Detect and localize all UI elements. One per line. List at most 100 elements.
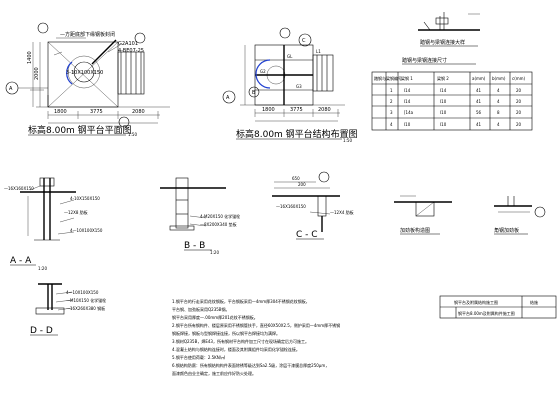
table-cell: I10: [404, 122, 411, 127]
note-line: 5.钢平台使用荷载：2.5KN/㎡: [172, 354, 225, 360]
plan2-dim-1: 1800: [262, 107, 275, 113]
table-cell: 1: [390, 88, 393, 93]
stiffener-detail-1-label: 加劲板构造图: [400, 227, 430, 234]
note-line: 1.钢平台的行走采用花纹钢板，平台钢板采用一4mm厚304不锈钢花纹钢板，: [172, 298, 310, 304]
platform-plan-1: —方距底部下缘钢板封闭 3-10X100X150 G2A101 4-BE07-2…: [5, 22, 170, 137]
stair-detail-title: 踏钢与梁钢连接大样: [420, 39, 465, 46]
plan2-label-gl: GL: [287, 54, 293, 59]
section-d-d: 4—10X100X150 —M10X150 化学锚栓 —16X260X380 钢…: [30, 283, 106, 336]
plan1-note1: —方距底部下缘钢板封闭: [60, 31, 115, 38]
table-cell: 41: [476, 99, 482, 104]
aa-scale: 1:20: [38, 266, 47, 271]
table-header-beam1: 梁钢 1: [401, 75, 413, 81]
plan2-title: 标高8.00m 钢平台结构布置图: [236, 128, 358, 140]
table-header-a: a(mm): [472, 76, 486, 81]
aa-note-2: 4-10X150X150: [70, 196, 100, 201]
note-line: 平台钢、加劲板采用Q235B钢。: [172, 306, 230, 312]
table-cell: 3: [390, 110, 393, 115]
plan2-label-l1: L1: [316, 49, 321, 54]
table-cell: I10: [440, 122, 447, 127]
table-cell: I14: [440, 88, 447, 93]
bb-note-2: —8X200X340 垫板: [200, 221, 237, 227]
plan2-axis-b: B: [252, 90, 256, 96]
dd-label: D - D: [30, 326, 53, 336]
dd-note-2: —M10X150 化学锚栓: [66, 297, 106, 303]
table-cell: I10: [440, 99, 447, 104]
cc-note-1: —16X160X150: [276, 204, 306, 209]
table-header-c: c(mm): [512, 76, 526, 81]
note-line: 面漆颜色由业主确定，施工前应作好防火处理。: [172, 370, 256, 376]
plan1-note4: 4-BE07-25: [118, 48, 144, 54]
dd-note-1: 4—10X100X150: [66, 290, 99, 295]
table-cell: 8: [497, 110, 500, 115]
dd-note-3: —16X260X380 钢板: [66, 305, 105, 311]
plan2-dim-3: 2080: [318, 107, 331, 113]
plan1-dim-2: 3775: [90, 109, 103, 115]
plan1-dim-1: 1800: [54, 109, 67, 115]
bb-note-1: 4-M20X150 化学锚栓: [200, 213, 240, 219]
stiffener-detail-1: 加劲板构造图: [394, 195, 452, 235]
plan1-dim-3: 2080: [132, 109, 145, 115]
table-cell: 4: [497, 99, 500, 104]
table-cell: 4: [497, 122, 500, 127]
aa-note-4: 4—10X100X150: [70, 228, 103, 233]
note-line: 钢板焊接，钢板与型钢焊接连接，所以钢平台焊接均为满焊。: [172, 330, 280, 336]
table-cell: 41: [476, 88, 482, 93]
table-cell: I10: [440, 110, 447, 115]
table-cell: 56: [476, 110, 482, 115]
table-cell: [14a: [404, 110, 414, 115]
title-block: 钢平台及附属结构施工图 钢平台8.00m及附属构件施工图 结施: [439, 295, 557, 319]
table-cell: I14: [404, 99, 411, 104]
section-a-a: —16X160X150 4-10X150X150 —12X8 肋板 4—10X1…: [4, 177, 103, 271]
plan1-title: 标高8.00m 钢平台平面图: [28, 124, 132, 136]
table-header-beam2: 梁钢 2: [437, 75, 449, 81]
cc-dim-2: 200: [298, 182, 306, 187]
plan2-scale: 1:50: [343, 138, 352, 143]
table-cell: 41: [476, 122, 482, 127]
table-cell: 4: [497, 88, 500, 93]
platform-plan-2: A B C GL G2 G3 L1 1800 3775 2080 标高8.00m…: [222, 27, 358, 143]
table-cell: 4: [390, 122, 393, 127]
section-c-c: 650 200 —16X160X150 —12X4 肋板 C - C: [272, 171, 354, 240]
cc-dim-1: 650: [292, 176, 300, 181]
bb-scale: 1:20: [210, 250, 219, 255]
note-line: 钢平台采用厚度一.00mm厚201花纹不锈钢板。: [172, 314, 258, 320]
stair-connection-table: 踏钢与梁钢连接尺寸 踏钢与梁钢编号 梁钢 1 梁钢 2 a(mm) b(mm) …: [371, 57, 533, 131]
table-header-id: 踏钢与梁钢编号: [374, 75, 402, 81]
note-line: 2.钢平台所有钢构件、楼层原采用不锈钢管扶手，直径60X50X2.5，侧护采用一…: [172, 322, 340, 328]
plan1-axis-a: A: [9, 86, 13, 92]
plan1-vdim-1: 2000: [34, 67, 40, 80]
plan2-label-g2: G2: [260, 69, 266, 74]
note-line: 4.混凝土结构与钢结构连接时，楼面及其附属组件均采用化学锚栓连接。: [172, 346, 300, 352]
table-cell: 20: [516, 110, 522, 115]
aa-label: A - A: [10, 256, 32, 266]
table-cell: I14: [404, 88, 411, 93]
plan1-vdim-2: 1400: [27, 51, 33, 64]
table-title: 踏钢与梁钢连接尺寸: [402, 57, 447, 64]
cc-label: C - C: [296, 230, 318, 240]
title-block-subtitle: 钢平台8.00m及附属构件施工图: [458, 310, 515, 316]
title-block-code: 结施: [530, 299, 538, 305]
table-cell: 20: [516, 122, 522, 127]
general-notes: 1.钢平台的行走采用花纹钢板，平台钢板采用一4mm厚304不锈钢花纹钢板， 平台…: [172, 298, 340, 376]
section-b-b: 4-M20X150 化学锚栓 —8X200X340 垫板 B - B 1:20: [160, 177, 240, 255]
note-line: 3.钢材Q235B，焊E43，所有钢材平台构件加工尺寸在现场确定后方可施工。: [172, 338, 309, 344]
plan1-note2: 3-10X100X150: [66, 70, 103, 76]
aa-note-3: —12X8 肋板: [64, 209, 88, 215]
plan2-label-g3: G3: [296, 84, 302, 89]
bb-label: B - B: [184, 241, 205, 251]
aa-note-1: —16X160X150: [4, 186, 34, 191]
table-cell: 2: [390, 99, 393, 104]
title-block-title: 钢平台及附属结构施工图: [454, 299, 498, 305]
plan2-axis-a: A: [226, 95, 230, 101]
table-header-b: b(mm): [492, 76, 506, 81]
note-line: 6.钢结构防腐：所有钢结构构件表面除锈等级达到Sa2.5级，涂层干漆膜总厚度25…: [172, 362, 329, 368]
plan1-note3: G2A101: [118, 41, 138, 47]
table-cell: 20: [516, 99, 522, 104]
cc-note-2: —12X4 肋板: [330, 209, 354, 215]
plan2-axis-c: C: [302, 38, 306, 44]
plan1-scale: 1:50: [128, 132, 137, 137]
stair-connection-detail: 踏钢与梁钢连接大样: [418, 12, 480, 47]
